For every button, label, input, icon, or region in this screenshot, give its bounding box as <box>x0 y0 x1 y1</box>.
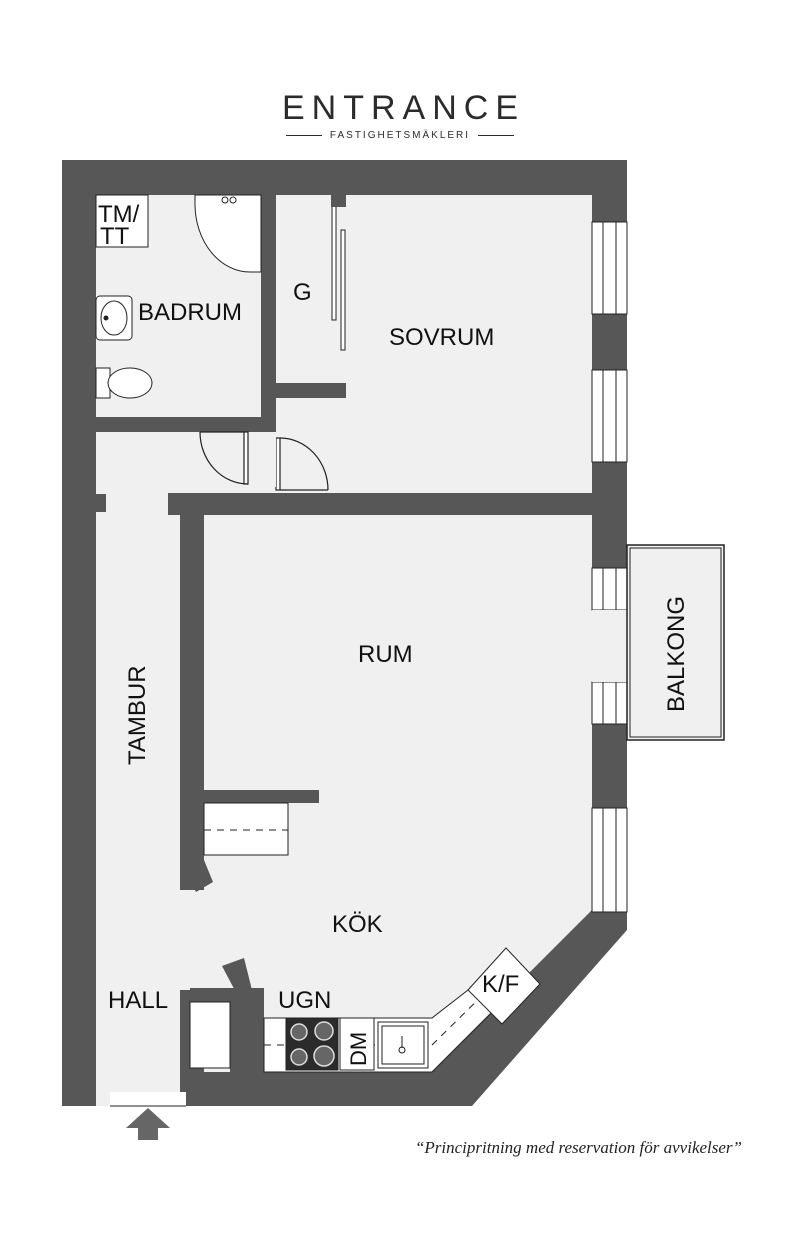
wall-stub-tambur <box>96 494 106 512</box>
label-dm: DM <box>346 1032 371 1066</box>
wall-kok-stub <box>204 790 319 803</box>
fridge-box <box>467 947 541 1025</box>
label-tambur: TAMBUR <box>124 665 151 765</box>
brand-name: ENTRANCE <box>281 89 526 127</box>
hall-closet <box>189 1001 231 1069</box>
label-tm-tt-2: TT <box>100 223 130 250</box>
brand-subtitle: FASTIGHETSMÄKLERI <box>329 130 471 141</box>
shower-icon <box>194 194 262 273</box>
kitchen-counter <box>263 947 541 1073</box>
label-kok: KÖK <box>332 911 383 938</box>
tm-tt-box <box>95 194 149 248</box>
balcony <box>626 544 725 741</box>
wall-bath-bottom <box>96 417 196 432</box>
wardrobe-sliding-door <box>331 195 346 351</box>
label-hall: HALL <box>108 987 168 1014</box>
floor-passage <box>96 432 592 494</box>
toilet-icon <box>95 367 153 399</box>
windows <box>591 221 628 913</box>
label-ugn: UGN <box>278 987 331 1014</box>
balcony-door-opening <box>592 610 627 682</box>
brand-divider-right <box>478 135 515 136</box>
disclaimer: “Principritning med reservation för avvi… <box>414 1138 742 1157</box>
window-rum-2 <box>591 681 628 725</box>
brand-logo: ENTRANCE FASTIGHETSMÄKLERI <box>0 88 800 141</box>
label-tm-tt-1: TM/ <box>98 201 140 228</box>
window-kok <box>591 807 628 913</box>
label-balkong: BALKONG <box>663 596 690 712</box>
floor-hall-link <box>180 890 204 990</box>
entrance-arrow-icon <box>126 1108 170 1140</box>
label-badrum: BADRUM <box>138 299 242 326</box>
floor-rum-kok <box>204 515 592 1072</box>
wall-bath-sovrum <box>261 195 276 432</box>
wall-tambur-top <box>168 493 276 515</box>
door-gap-sovrum <box>261 432 276 487</box>
wall-sovrum-bottom <box>276 493 592 515</box>
wall-tambur-rum <box>180 515 213 892</box>
wall-wardrobe-top <box>276 383 346 398</box>
label-sovrum: SOVRUM <box>389 324 494 351</box>
wall-hall-jog <box>222 958 252 1000</box>
brand-divider-left <box>285 135 322 136</box>
entrance-opening <box>110 1092 186 1106</box>
label-rum: RUM <box>358 641 413 668</box>
label-kf: K/F <box>482 971 519 998</box>
dm-box <box>339 1017 375 1071</box>
window-rum-1 <box>591 567 628 611</box>
floor-tambur <box>96 494 180 1106</box>
interior-walls <box>96 195 592 1106</box>
window-sovrum-2 <box>591 369 628 463</box>
window-panes <box>602 222 617 912</box>
room-labels: TM/ TT BADRUM G SOVRUM RUM BALKONG TAMBU… <box>98 201 690 1066</box>
label-g: G <box>293 279 312 306</box>
kok-shelf <box>203 802 289 856</box>
bath-fixtures <box>95 194 262 399</box>
stove-burners <box>290 1021 335 1067</box>
brand-subtitle-row: FASTIGHETSMÄKLERI <box>0 130 800 141</box>
window-sovrum-1 <box>591 221 628 315</box>
wall-bath-bottom-right <box>248 417 276 432</box>
wall-hall-kok <box>230 990 264 1106</box>
floors <box>96 195 592 1106</box>
